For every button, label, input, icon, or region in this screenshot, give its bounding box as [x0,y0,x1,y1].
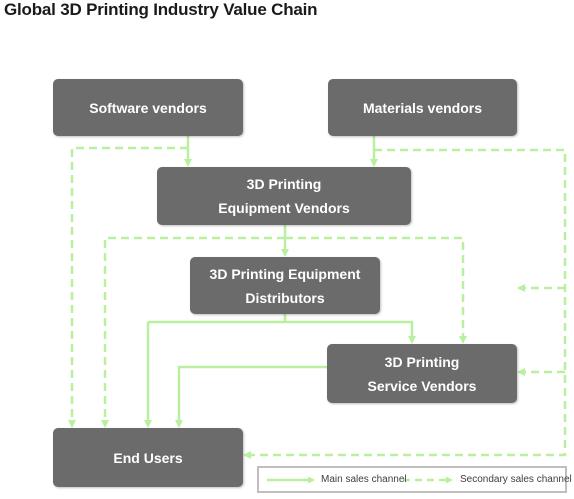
node-equipment-distributors: 3D Printing Equipment Distributors [190,257,380,314]
main-distributors-to-service [148,320,416,344]
legend: Main sales channel Secondary sales chann… [257,466,572,493]
diagram-title: Global 3D Printing Industry Value Chain [4,0,318,19]
node-end-users: End Users [53,428,243,487]
node-distributors-label-line1: 3D Printing Equipment [209,265,361,282]
node-distributors-label-line2: Distributors [245,289,325,306]
node-end-users-label: End Users [113,449,183,466]
node-equipment-vendors: 3D Printing Equipment Vendors [157,167,411,225]
legend-swatches [267,476,453,484]
node-materials-vendors: Materials vendors [328,79,517,136]
sec-materials-to-endusers [243,148,567,459]
node-software-label: Software vendors [89,99,207,116]
node-service-label-line1: 3D Printing [384,353,460,370]
node-software-vendors: Software vendors [53,79,243,136]
legend-main-label: Main sales channel [321,474,407,485]
legend-secondary-label: Secondary sales channel [460,474,572,485]
node-equipment-label-line1: 3D Printing [246,176,322,192]
node-equipment-label-line2: Equipment Vendors [218,200,350,216]
sec-equipment-to-service [285,236,467,344]
main-service-to-endusers [175,365,327,428]
sec-software-to-endusers [68,146,188,428]
node-service-vendors: 3D Printing Service Vendors [327,344,517,403]
sec-equipment-to-endusers [101,236,285,428]
node-materials-label: Materials vendors [362,99,483,116]
node-service-label-line2: Service Vendors [367,377,477,394]
